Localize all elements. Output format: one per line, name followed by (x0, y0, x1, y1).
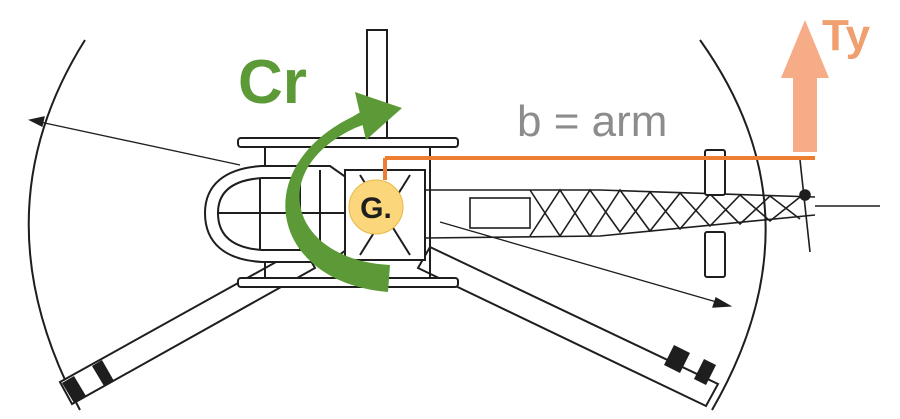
tail-boom-upper-edge (425, 189, 816, 198)
blade-tip-band-right-2 (694, 359, 716, 385)
blade-tip-bands (62, 345, 716, 403)
tail-boom-housing (469, 197, 531, 229)
lever-arm (383, 156, 815, 180)
radius-line-left (39, 121, 241, 166)
center-of-gravity-marker (348, 179, 404, 235)
stabilizer-top (704, 149, 726, 196)
radius-arrowhead-left (28, 116, 45, 127)
rotor-torque-arrow-body (285, 110, 390, 292)
landing-skids (237, 137, 459, 288)
radius-line-right (439, 221, 721, 304)
blade-tip-band-left-2 (92, 360, 114, 386)
rotor-disc-left-arc (27, 39, 86, 411)
rotor-torque-arrow (285, 92, 402, 292)
tail-boom (424, 159, 880, 253)
center-of-gravity-label: G. (360, 192, 392, 225)
rotor-blade-right (416, 245, 720, 408)
blade-tip-band-left-1 (62, 376, 86, 403)
radius-arrowhead-right (712, 297, 733, 308)
skid-top (237, 137, 459, 148)
stabilizer-bottom (704, 231, 726, 278)
tail-thrust-label: Ty (822, 11, 871, 60)
rotor-torque-label: Cr (238, 48, 307, 117)
rotor-torque-arrowhead (355, 92, 402, 140)
blade-tip-band-right-1 (664, 345, 690, 373)
tail-boom-lower-edge (424, 214, 816, 239)
tail-thrust-arrow (781, 20, 829, 152)
tail-rotor-blade (799, 159, 811, 253)
radius-arrows (28, 116, 733, 308)
tail-rotor-hub (799, 189, 811, 201)
tail-boom-lattice-2 (529, 188, 801, 238)
rotor-blade-left (58, 245, 317, 406)
lever-arm-label: b = arm (517, 97, 667, 146)
stabilizers (704, 149, 726, 278)
